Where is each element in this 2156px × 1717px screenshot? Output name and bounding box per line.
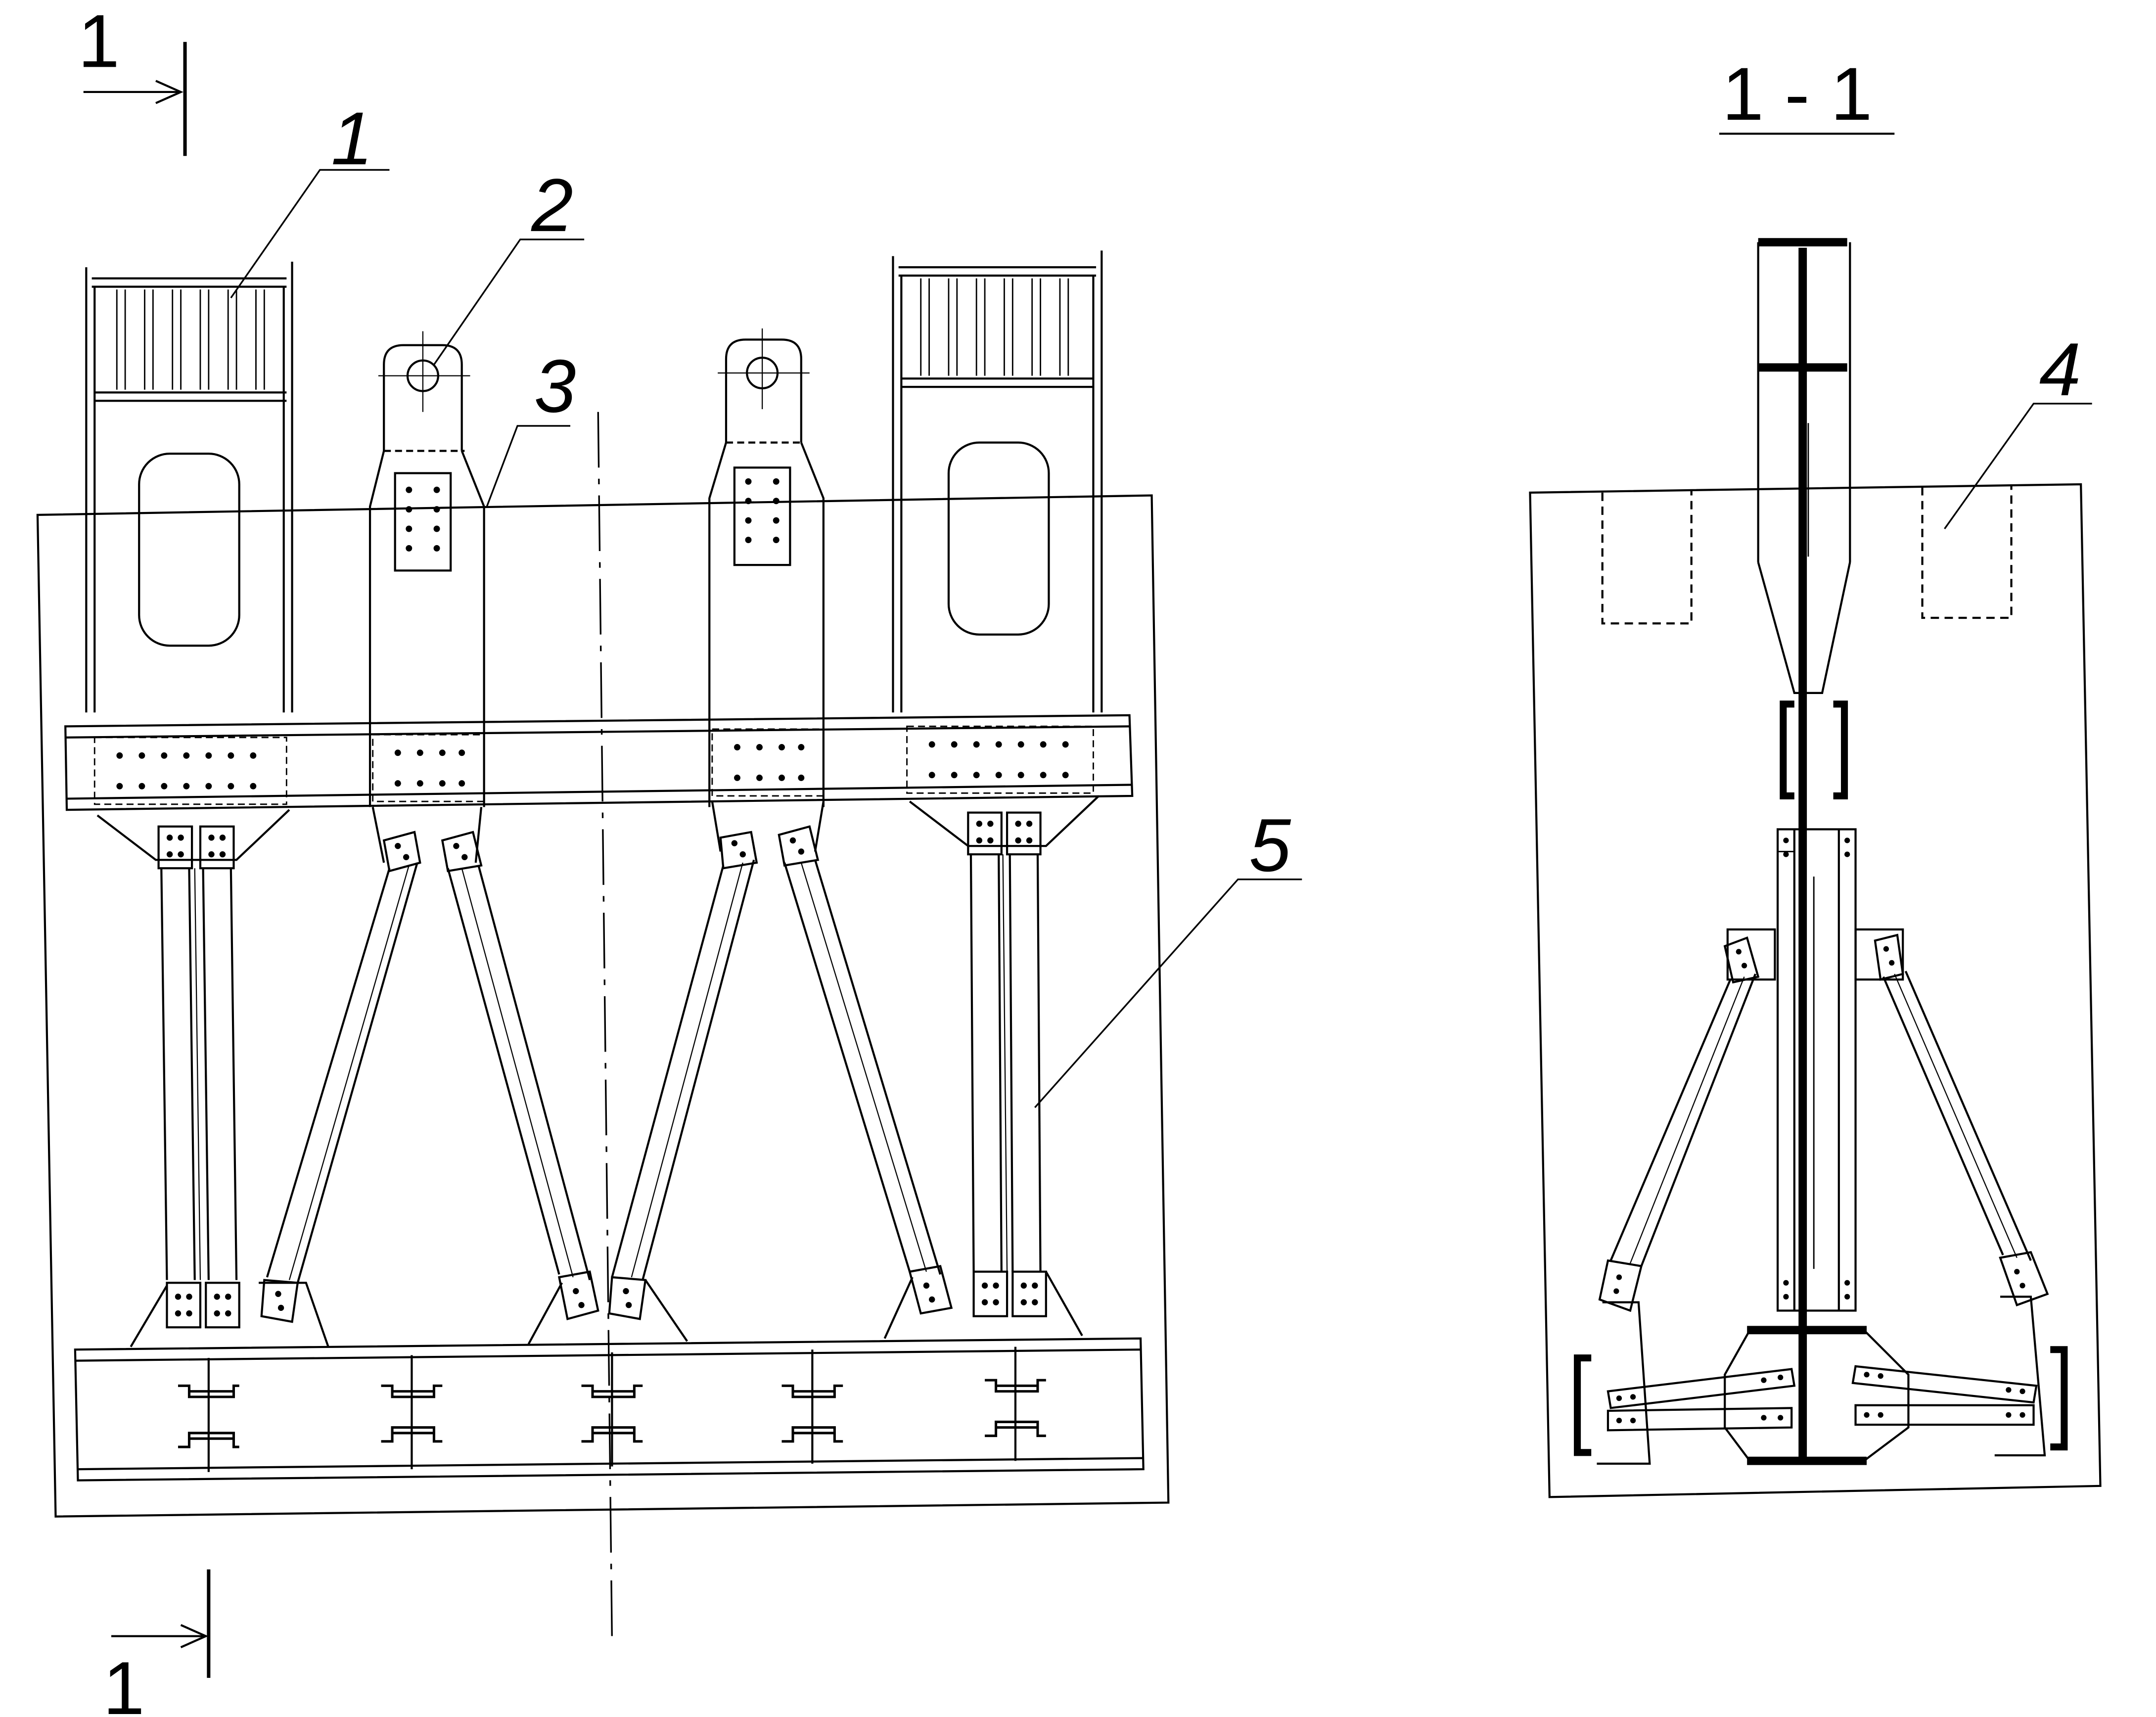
outer-channel-right <box>2050 1346 2068 1451</box>
gusset-right <box>909 795 1100 847</box>
section-title: 1 - 1 <box>1722 52 1873 136</box>
leader-2 <box>433 238 585 366</box>
tie-bars-left <box>1606 1368 1796 1432</box>
section-brace-right <box>1874 933 2049 1457</box>
lifting-lug-left <box>368 331 485 807</box>
section-view <box>1529 133 2102 1498</box>
channel-right <box>1833 700 1848 799</box>
outer-channel-left <box>1574 1354 1592 1456</box>
leader-3 <box>486 425 571 507</box>
leader-1 <box>230 169 390 299</box>
pocket-left <box>1601 490 1693 625</box>
diagonal-brace-1 <box>260 831 421 1323</box>
channel-left <box>1780 700 1794 799</box>
lifting-frame-right <box>892 250 1103 713</box>
bottom-gusset-1 <box>130 1282 329 1347</box>
tie-bars-right <box>1851 1365 2038 1426</box>
leader-5 <box>1034 878 1302 1109</box>
bottom-gusset-3 <box>883 1271 1083 1339</box>
section-lifting-frame <box>1757 238 1851 1464</box>
callout-1: 1 <box>331 97 372 181</box>
callout-5: 5 <box>1249 804 1291 887</box>
center-line <box>597 412 613 1642</box>
leader-4 <box>1944 403 2092 529</box>
section-cut-bottom <box>111 1569 211 1678</box>
section-central-column <box>1776 828 1857 1312</box>
side-plate-right <box>1854 928 1904 981</box>
callout-4: 4 <box>2039 328 2081 412</box>
section-mark-top-label: 1 <box>78 0 119 83</box>
section-mark-bottom-label: 1 <box>103 1647 144 1717</box>
bottom-hub <box>1724 1326 1910 1465</box>
top-beam <box>64 714 1134 811</box>
container-outline <box>36 494 1170 1518</box>
pocket-right <box>1921 484 2013 619</box>
diagonal-brace-2 <box>441 831 599 1320</box>
section-cut-top <box>83 42 187 156</box>
gusset-left <box>96 809 290 861</box>
column-left <box>157 825 240 1329</box>
column-right <box>967 811 1047 1317</box>
bottom-gusset-2 <box>527 1279 688 1345</box>
diagonal-brace-3 <box>608 831 758 1320</box>
callout-2: 2 <box>531 164 573 247</box>
bottom-beam <box>74 1337 1145 1482</box>
lifting-lug-right <box>708 328 825 807</box>
callout-3: 3 <box>534 345 576 428</box>
lifting-frame-left <box>85 262 293 713</box>
section-container-outline <box>1529 483 2102 1498</box>
front-elevation <box>36 42 1302 1678</box>
diagonal-brace-4 <box>778 825 953 1315</box>
section-brace-left <box>1597 936 1760 1465</box>
